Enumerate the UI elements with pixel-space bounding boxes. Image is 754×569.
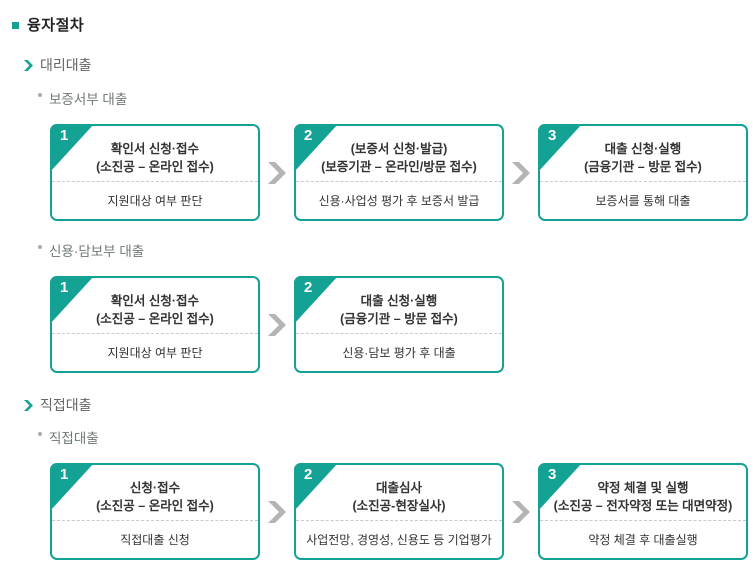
subsection-label: 보증서부 대출 [49, 92, 128, 107]
dashed-divider [296, 181, 502, 182]
step-title: 확인서 신청·접수 (소진공 – 온라인 접수) [52, 278, 258, 333]
chevron-right-icon [268, 161, 286, 184]
chevron-right-icon [24, 399, 33, 411]
step-box: 1 확인서 신청·접수 (소진공 – 온라인 접수) 지원대상 여부 판단 [50, 124, 260, 221]
step-desc: 신용·사업성 평가 후 보증서 발급 [318, 194, 480, 208]
step-number: 3 [548, 127, 557, 144]
step-title-line1: 대출 신청·실행 [360, 293, 438, 308]
step-box: 1 신청·접수 (소진공 – 온라인 접수) 직접대출 신청 [50, 463, 260, 560]
step-title: 대출 신청·실행 (금융기관 – 방문 접수) [540, 126, 746, 181]
chevron-right-icon [512, 500, 530, 523]
step-number: 2 [304, 279, 313, 296]
step-title-line2: (보증기관 – 온라인/방문 접수) [321, 159, 477, 174]
step-desc: 보증서를 통해 대출 [595, 194, 691, 208]
square-bullet-icon [12, 21, 19, 29]
step-number: 1 [60, 127, 69, 144]
step-title: 대출 신청·실행 (금융기관 – 방문 접수) [296, 278, 502, 333]
flow-arrow [260, 313, 294, 336]
step-title-line2: (소진공 – 온라인 접수) [96, 159, 214, 174]
steps-row-direct-loan: 1 신청·접수 (소진공 – 온라인 접수) 직접대출 신청 2 대출심사 (소… [50, 463, 754, 560]
section-label-direct-loan: 직접대출 [24, 395, 754, 415]
step-title-line2: (소진공 – 온라인 접수) [96, 311, 214, 326]
step-number: 3 [548, 466, 557, 483]
chevron-right-icon [512, 161, 530, 184]
subsection-label: 신용·담보부 대출 [49, 244, 145, 259]
step-title-line1: (보증서 신청·발급) [350, 141, 448, 156]
step-number: 2 [304, 127, 313, 144]
page-title: 융자절차 [27, 17, 85, 34]
step-box: 3 약정 체결 및 실행 (소진공 – 전자약정 또는 대면약정) 약정 체결 … [538, 463, 748, 560]
dashed-divider [540, 181, 746, 182]
step-number: 1 [60, 279, 69, 296]
dashed-divider [52, 181, 258, 182]
dashed-divider [540, 520, 746, 521]
chevron-right-icon [268, 313, 286, 336]
step-title: 약정 체결 및 실행 (소진공 – 전자약정 또는 대면약정) [540, 465, 746, 520]
dashed-divider [296, 333, 502, 334]
step-box: 2 (보증서 신청·발급) (보증기관 – 온라인/방문 접수) 신용·사업성 … [294, 124, 504, 221]
step-number: 1 [60, 466, 69, 483]
step-title-line1: 확인서 신청·접수 [110, 141, 200, 156]
step-box: 3 대출 신청·실행 (금융기관 – 방문 접수) 보증서를 통해 대출 [538, 124, 748, 221]
step-desc: 신용·담보 평가 후 대출 [342, 346, 456, 360]
section-label: 직접대출 [40, 397, 92, 413]
step-title-line1: 신청·접수 [129, 480, 181, 495]
step-desc: 약정 체결 후 대출실행 [588, 533, 698, 547]
step-title-line1: 대출 신청·실행 [604, 141, 682, 156]
flow-arrow [504, 161, 538, 184]
step-title: 대출심사 (소진공-현장실사) [296, 465, 502, 520]
step-title-line1: 약정 체결 및 실행 [597, 480, 689, 495]
dot-bullet-icon [38, 93, 42, 97]
step-number: 2 [304, 466, 313, 483]
step-box: 2 대출심사 (소진공-현장실사) 사업전망, 경영성, 신용도 등 기업평가 [294, 463, 504, 560]
steps-row-credit-collateral-loan: 1 확인서 신청·접수 (소진공 – 온라인 접수) 지원대상 여부 판단 2 … [50, 276, 754, 373]
subsection-label-direct-loan: 직접대출 [38, 427, 754, 447]
subsection-label: 직접대출 [49, 431, 99, 446]
steps-row-guarantee-loan: 1 확인서 신청·접수 (소진공 – 온라인 접수) 지원대상 여부 판단 2 … [50, 124, 754, 221]
step-desc: 지원대상 여부 판단 [107, 194, 203, 208]
chevron-right-icon [24, 59, 33, 71]
step-title-line2: (금융기관 – 방문 접수) [340, 311, 458, 326]
dashed-divider [52, 520, 258, 521]
dashed-divider [52, 333, 258, 334]
dot-bullet-icon [38, 432, 42, 436]
section-label: 대리대출 [40, 57, 92, 73]
page-title-row: 융자절차 [0, 0, 754, 35]
step-title-line2: (소진공-현장실사) [352, 498, 446, 513]
section-label-agency-loan: 대리대출 [24, 55, 754, 75]
chevron-right-icon [268, 500, 286, 523]
step-desc: 지원대상 여부 판단 [107, 346, 203, 360]
flow-arrow [260, 161, 294, 184]
subsection-label-guarantee-loan: 보증서부 대출 [38, 88, 754, 108]
step-title: (보증서 신청·발급) (보증기관 – 온라인/방문 접수) [296, 126, 502, 181]
step-title: 확인서 신청·접수 (소진공 – 온라인 접수) [52, 126, 258, 181]
flow-arrow [504, 500, 538, 523]
step-title-line2: (소진공 – 전자약정 또는 대면약정) [553, 498, 733, 513]
step-title: 신청·접수 (소진공 – 온라인 접수) [52, 465, 258, 520]
step-box: 1 확인서 신청·접수 (소진공 – 온라인 접수) 지원대상 여부 판단 [50, 276, 260, 373]
dot-bullet-icon [38, 245, 42, 249]
step-desc: 사업전망, 경영성, 신용도 등 기업평가 [306, 533, 492, 547]
step-desc: 직접대출 신청 [120, 533, 190, 547]
step-title-line1: 대출심사 [375, 480, 422, 495]
step-title-line1: 확인서 신청·접수 [110, 293, 200, 308]
step-title-line2: (금융기관 – 방문 접수) [584, 159, 702, 174]
subsection-label-credit-collateral-loan: 신용·담보부 대출 [38, 240, 754, 260]
step-box: 2 대출 신청·실행 (금융기관 – 방문 접수) 신용·담보 평가 후 대출 [294, 276, 504, 373]
flow-arrow [260, 500, 294, 523]
dashed-divider [296, 520, 502, 521]
step-title-line2: (소진공 – 온라인 접수) [96, 498, 214, 513]
